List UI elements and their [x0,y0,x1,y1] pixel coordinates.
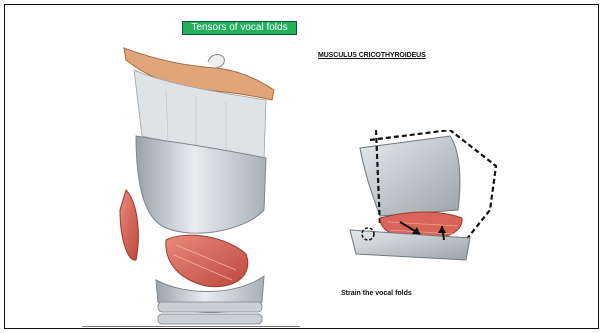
slide-title: Tensors of vocal folds [182,21,297,35]
larynx-illustration [96,40,306,330]
figure-caption: Strain the vocal folds [341,290,412,297]
cricothyroid-action-diagram [340,130,500,275]
muscle-heading: MUSCULUS CRICOTHYROIDEUS [318,52,426,59]
figure-baseline [82,326,300,327]
